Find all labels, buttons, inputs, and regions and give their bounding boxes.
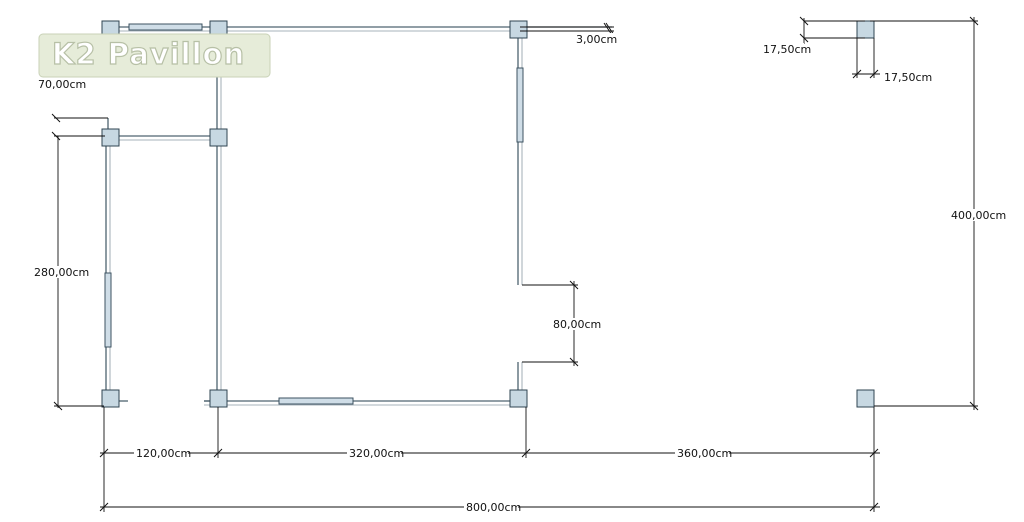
- dimension-lines: [51, 16, 979, 512]
- label-door-opening: 80,00cm: [553, 318, 601, 331]
- label-top-gap: 3,00cm: [576, 33, 617, 46]
- logo: K2 Pavillon: [38, 33, 271, 78]
- post: [101, 389, 120, 408]
- label-post-size-vertical: 17,50cm: [763, 43, 811, 56]
- window-bottom: [278, 397, 354, 405]
- label-bottom-seg2: 320,00cm: [349, 447, 404, 460]
- label-bottom-seg3: 360,00cm: [677, 447, 732, 460]
- label-right-height: 400,00cm: [951, 209, 1006, 222]
- post: [209, 128, 228, 147]
- walls: [105, 26, 612, 406]
- windows: [104, 23, 524, 405]
- label-left-offset: 70,00cm: [38, 78, 86, 91]
- post: [856, 20, 875, 39]
- window-left: [104, 272, 112, 348]
- post: [509, 20, 528, 39]
- logo-text: K2 Pavillon: [52, 37, 245, 71]
- post: [209, 389, 228, 408]
- post: [856, 389, 875, 408]
- label-post-size-horizontal: 17,50cm: [884, 71, 932, 84]
- window-top: [128, 23, 203, 31]
- post: [509, 389, 528, 408]
- label-left-height: 280,00cm: [34, 266, 89, 279]
- posts: [101, 20, 875, 408]
- label-bottom-seg1: 120,00cm: [136, 447, 191, 460]
- dimension-labels: 3,00cm 17,50cm 17,50cm 70,00cm 280,00cm …: [33, 33, 1006, 514]
- label-bottom-total: 800,00cm: [466, 501, 521, 514]
- post: [101, 128, 120, 147]
- window-right: [516, 67, 524, 143]
